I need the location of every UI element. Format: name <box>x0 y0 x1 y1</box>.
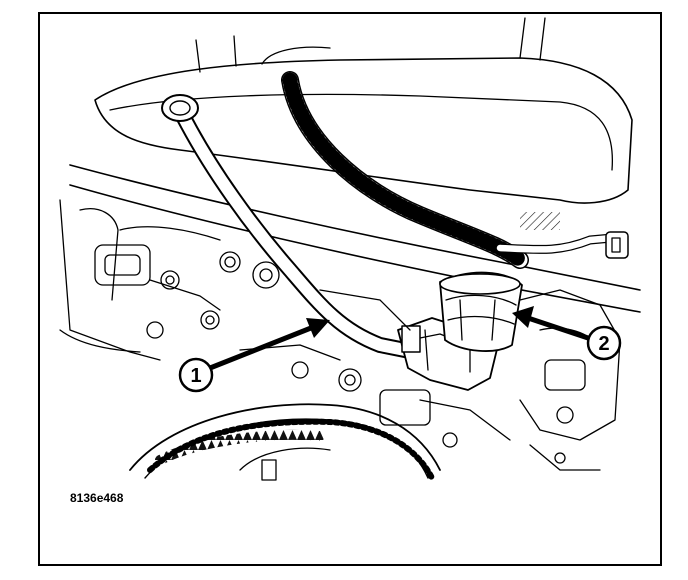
leader-line-2 <box>512 306 589 341</box>
solenoid-sensor <box>439 271 523 352</box>
cylinder-head-left <box>59 199 280 361</box>
engine-block-center <box>239 289 511 448</box>
wiring-harness <box>281 71 629 269</box>
callout-1-number: 1 <box>190 365 201 387</box>
engine-block-right <box>519 289 621 471</box>
callout-2: 2 <box>586 325 622 361</box>
figure-id-label: 8136e468 <box>70 491 124 505</box>
callout-2-number: 2 <box>598 333 609 355</box>
callout-1: 1 <box>178 357 214 393</box>
leader-line-1 <box>204 318 330 373</box>
vent-hose <box>161 94 413 358</box>
flywheel <box>129 403 441 481</box>
hatched-area <box>520 212 560 230</box>
